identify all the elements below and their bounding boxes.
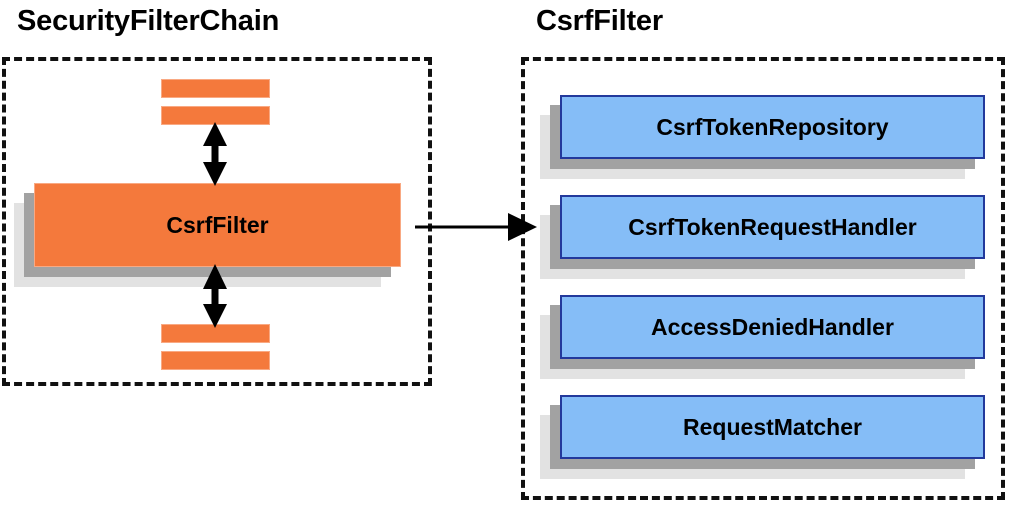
collaborator-face: AccessDeniedHandler bbox=[560, 295, 985, 359]
collaborator-label: AccessDeniedHandler bbox=[651, 313, 894, 340]
collaborator-face: RequestMatcher bbox=[560, 395, 985, 459]
csrf-filter-collaborators-panel bbox=[521, 57, 1005, 500]
collaborator-face: CsrfTokenRequestHandler bbox=[560, 195, 985, 259]
csrf-filter-box-label: CsrfFilter bbox=[166, 211, 269, 238]
collaborator-box-csrf-token-repository[interactable]: CsrfTokenRepository bbox=[540, 95, 985, 179]
page-title-security-filter-chain: SecurityFilterChain bbox=[17, 5, 280, 37]
collaborator-label: CsrfTokenRepository bbox=[656, 113, 889, 140]
security-filter-chain-panel bbox=[2, 57, 432, 386]
csrf-filter-box-face: CsrfFilter bbox=[34, 183, 401, 267]
collaborator-label: CsrfTokenRequestHandler bbox=[628, 213, 917, 240]
collaborator-box-request-matcher[interactable]: RequestMatcher bbox=[540, 395, 985, 479]
filter-strip-below-2 bbox=[161, 351, 270, 370]
collaborator-face: CsrfTokenRepository bbox=[560, 95, 985, 159]
csrf-filter-box[interactable]: CsrfFilter bbox=[14, 183, 401, 287]
filter-strip-above-2 bbox=[161, 106, 270, 125]
collaborator-box-access-denied-handler[interactable]: AccessDeniedHandler bbox=[540, 295, 985, 379]
collaborator-box-csrf-token-request-handler[interactable]: CsrfTokenRequestHandler bbox=[540, 195, 985, 279]
left-to-right-arrow-icon bbox=[415, 213, 537, 241]
filter-strip-above-1 bbox=[161, 79, 270, 98]
filter-strip-below-1 bbox=[161, 324, 270, 343]
page-title-csrf-filter: CsrfFilter bbox=[536, 5, 663, 37]
collaborator-label: RequestMatcher bbox=[683, 413, 862, 440]
